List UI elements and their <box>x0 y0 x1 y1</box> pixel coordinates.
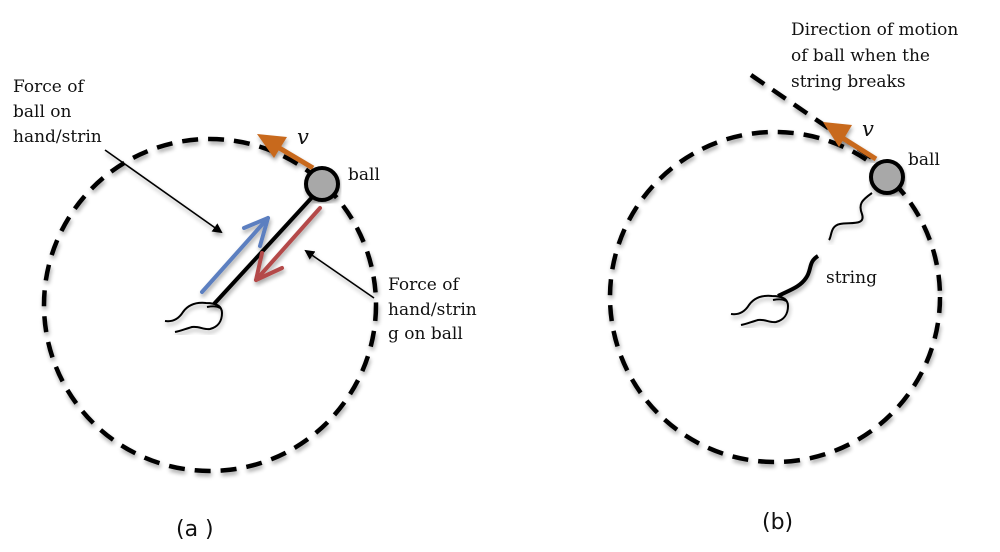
string-label: string <box>826 268 877 288</box>
circular-path-a <box>41 136 379 474</box>
label-force-ball-on-hand: Force of ball on hand/strin <box>13 77 102 147</box>
ball-b <box>869 159 905 195</box>
panel-a: v ball Force of ball on hand/strin Force… <box>13 77 477 542</box>
label-direction-of-motion: Direction of motion of ball when the str… <box>791 20 958 92</box>
svg-text:ball on: ball on <box>13 102 72 122</box>
svg-text:g on ball: g on ball <box>388 324 463 344</box>
force-hand-on-ball-arrow <box>254 206 322 282</box>
svg-text:Force of: Force of <box>388 275 460 295</box>
svg-text:hand/strin: hand/strin <box>13 127 102 147</box>
hand-icon <box>164 301 224 333</box>
svg-text:of ball when the: of ball when the <box>791 46 930 66</box>
velocity-arrow-b <box>823 122 878 162</box>
ball-a <box>304 166 340 202</box>
svg-text:hand/strin: hand/strin <box>388 300 477 320</box>
ball-label-b: ball <box>908 150 940 170</box>
caption-b: (b) <box>762 510 793 535</box>
velocity-arrow-a <box>257 134 315 171</box>
pointer-arrow-hand-on-ball <box>304 249 375 299</box>
caption-a: (a ) <box>176 517 214 542</box>
pointer-arrow-ball-on-hand <box>104 149 223 234</box>
ball-label-a: ball <box>348 165 380 185</box>
broken-string-upper <box>828 192 873 241</box>
hand-icon-b <box>730 294 790 326</box>
broken-string-lower <box>777 254 820 298</box>
svg-text:string breaks: string breaks <box>791 72 906 92</box>
force-ball-on-hand-arrow <box>200 216 270 294</box>
string-a <box>212 191 318 306</box>
svg-text:Force of: Force of <box>13 77 85 97</box>
panel-b: v ball string Direction of motion of bal… <box>607 20 958 535</box>
velocity-label-b: v <box>862 117 874 141</box>
circular-path-b <box>607 129 943 465</box>
svg-text:Direction of motion: Direction of motion <box>791 20 958 40</box>
velocity-label-a: v <box>297 125 309 149</box>
label-force-hand-on-ball: Force of hand/strin g on ball <box>388 275 477 344</box>
